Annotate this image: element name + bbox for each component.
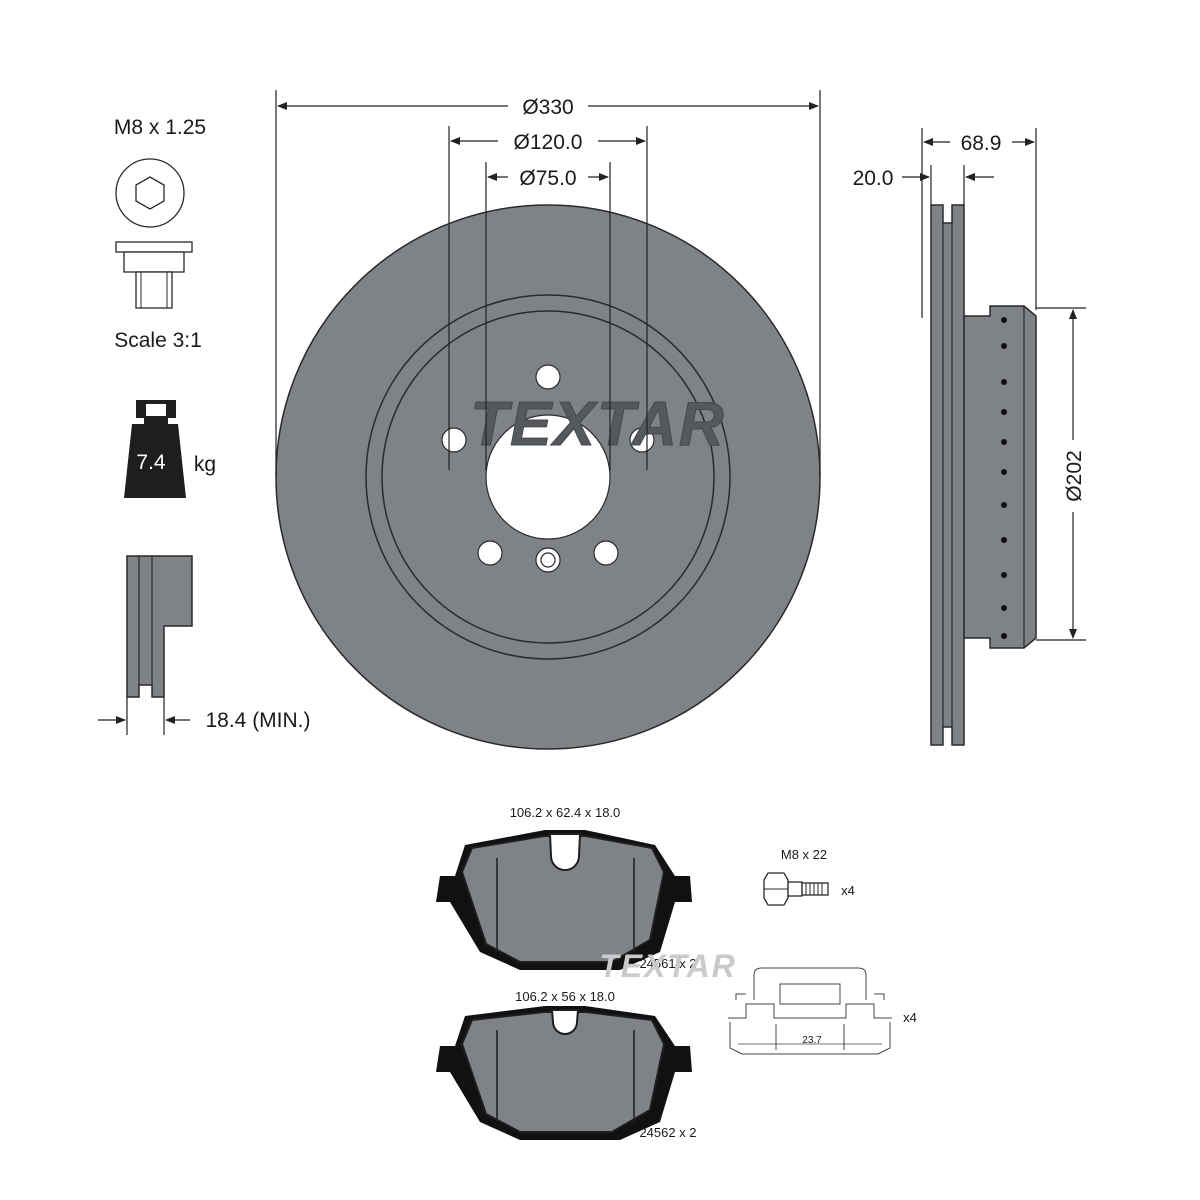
hex-socket-icon [135,176,165,210]
dim-thickness: 20.0 [853,167,894,190]
disc-side-view [930,204,1037,746]
disc-section-icon [126,555,193,698]
screw-shank [135,271,173,309]
bolt-hole [535,364,561,390]
screw-head-side [115,241,193,253]
weight-icon-handle-hole [146,404,166,416]
disc-side-friction-rings [930,204,965,746]
pad1-reference: 24561 x 2 [639,956,696,971]
disc-hat-outer-ring [365,294,731,660]
dim-outer-diameter: Ø330 [522,96,573,119]
bolt-accessory: M8 x 22 x4 [763,847,855,906]
hat-bolt-marks [1001,317,1007,639]
bolt-hole [593,540,619,566]
pad2-reference: 24562 x 2 [639,1125,696,1140]
bolt-hole [477,540,503,566]
disc-hat-inner-ring [381,310,715,644]
screw-collar [123,251,185,273]
weight-value: 7.4 [136,451,166,474]
pad2-notch [550,1009,580,1035]
bolt-label: M8 x 22 [781,847,827,862]
centre-bore-hole [485,414,611,540]
clip-dimension: 23.7 [802,1035,822,1046]
clip-mid-profile [728,1003,892,1019]
pad2-dimensions: 106.2 x 56 x 18.0 [515,989,615,1004]
dim-centre-bore: Ø75.0 [519,167,576,190]
side-dimensions: 68.9 20.0 Ø202 [853,128,1086,641]
dim-pcd: Ø120.0 [514,131,583,154]
brake-pad-1: 106.2 x 62.4 x 18.0 24561 x 2 [436,805,697,971]
scale-label: Scale 3:1 [114,329,202,352]
screw-thread-label: M8 x 1.25 [114,116,206,139]
weight-detail: 7.4 kg [124,400,216,498]
locating-screw-hole [535,547,561,573]
bolt-hole [441,427,467,453]
pad2-friction-material [460,1011,666,1133]
clip-bottom-profile [729,1022,891,1055]
bolt-quantity: x4 [841,883,855,898]
locating-screw-hole-inner [540,552,556,568]
pad1-dimensions: 106.2 x 62.4 x 18.0 [510,805,621,820]
pad1-friction-material [460,835,666,963]
bolt-thread-lines [805,883,823,895]
bolt-shank-icon [787,881,803,897]
clip-top-outline [753,967,867,1000]
dim-total-height: 68.9 [961,132,1002,155]
disc-dimensions: Ø330 Ø120.0 Ø75.0 [275,90,821,477]
brake-pad-2: 106.2 x 56 x 18.0 24562 x 2 [436,989,697,1140]
weight-icon [124,400,186,498]
pad1-notch [548,833,582,871]
bolt-hole [629,427,655,453]
clip-quantity: x4 [903,1010,917,1025]
clip-accessory: 23.7 x4 [728,967,917,1055]
dim-min-thickness: 18.4 (MIN.) [205,709,310,732]
clip-centre-box [779,983,841,1005]
disc-side-hat [963,305,1037,649]
clip-tabs [735,993,885,1000]
disc-front-view: TEXTAR [275,204,821,750]
disc-watermark: TEXTAR [470,390,725,459]
min-thickness-detail: 18.4 (MIN.) [98,555,311,735]
pads-watermark: TEXTAR [599,948,737,984]
dim-inner-diameter: Ø202 [1063,450,1086,501]
screw-detail: M8 x 1.25 Scale 3:1 [114,116,206,352]
weight-unit: kg [194,453,216,476]
